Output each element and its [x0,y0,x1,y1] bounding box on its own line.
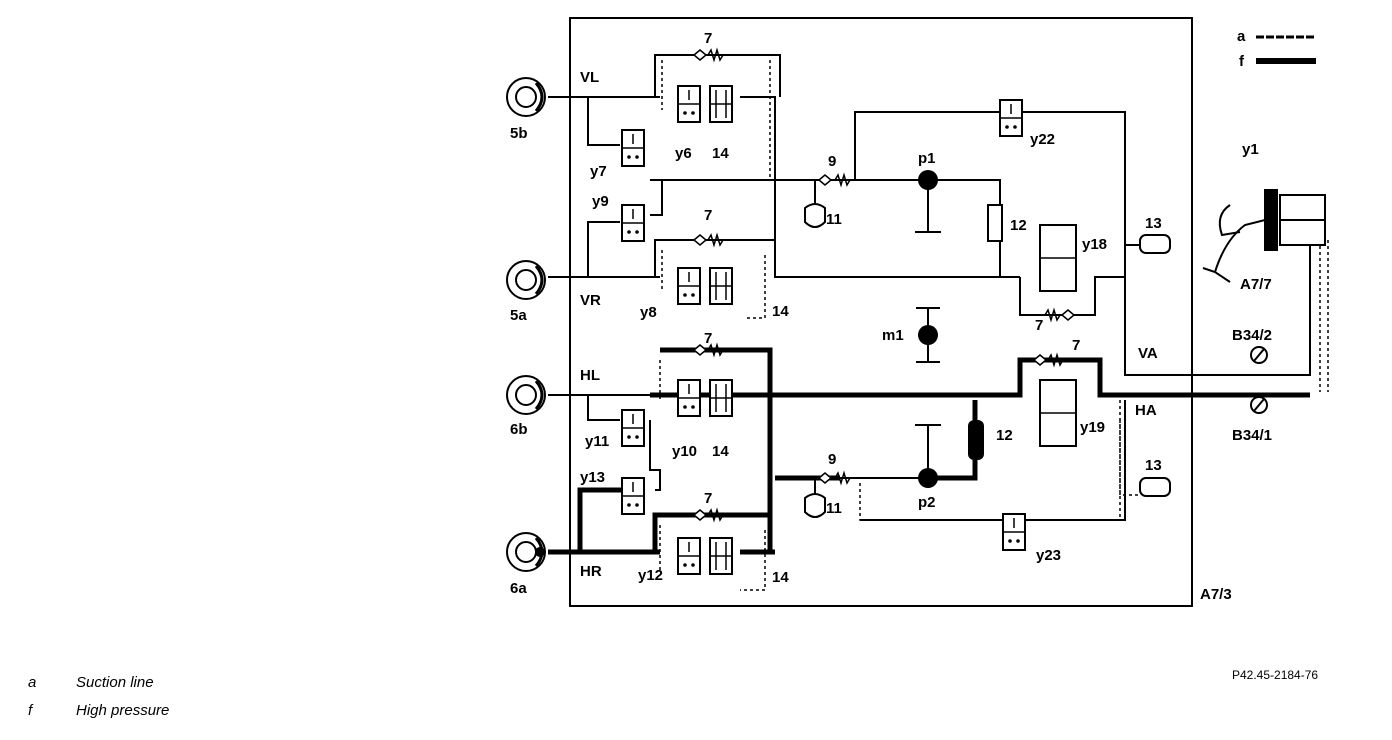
valve-label: y7 [590,163,607,180]
unit-frame [569,17,1193,607]
check-valve-icon [693,509,707,521]
valve-y10 [677,379,701,417]
pump-p1-icon [918,170,938,190]
part-label-11: 11 [826,500,842,517]
part-label-14: 14 [712,443,729,460]
valve-y13 [621,477,645,515]
accumulator-11-lower-icon [804,493,826,518]
wheel-label: 6a [510,580,527,597]
brake-booster-icon [1202,189,1326,283]
part-label-14: 14 [772,303,789,320]
part-label-12: 12 [1010,217,1027,234]
valve-y22 [999,99,1023,137]
legend-key: a [28,674,37,691]
legend-text: High pressure [76,702,170,719]
isolating-valve-14-lower [709,537,733,575]
check-valve-icon [818,174,832,186]
valve-y11 [621,409,645,447]
isolating-valve-14-upper [709,85,733,123]
valve-label: y13 [580,469,605,486]
accumulator-11-upper-icon [804,203,826,228]
line-label: VL [580,69,599,86]
part-label-13: 13 [1145,215,1162,232]
part-label-13: 13 [1145,457,1162,474]
line-label: HR [580,563,602,580]
valve-y8 [677,267,701,305]
pump-p1-label: p1 [918,150,936,167]
isolating-valve-14-third [709,379,733,417]
part-label-9: 9 [828,451,836,468]
sensor-label: B34/2 [1232,327,1272,344]
valve-label: y22 [1030,131,1055,148]
dotted-lines [659,60,1329,591]
damper-12-upper-icon [987,204,1003,242]
valve-y12 [677,537,701,575]
valve-label: y10 [672,443,697,460]
legend-text: Suction line [76,674,154,691]
line-label: VR [580,292,601,309]
valve-y7 [621,129,645,167]
check-valve-icon [1033,354,1047,366]
isolating-valve-14-second [709,267,733,305]
part-label-7: 7 [704,490,712,507]
line-label: HA [1135,402,1157,419]
booster-label: y1 [1242,141,1259,158]
valve-y9 [621,204,645,242]
part-label-11: 11 [826,211,842,228]
pump-p2-icon [918,468,938,488]
booster-unit-label: A7/7 [1240,276,1272,293]
wheel-label: 6b [510,421,528,438]
part-label-14: 14 [712,145,729,162]
check-valve-icon [818,472,832,484]
sensor-label: B34/1 [1232,427,1272,444]
line-label: VA [1138,345,1158,362]
legend-key-f: f [1239,53,1245,70]
part-label-12: 12 [996,427,1013,444]
part-label-7: 7 [704,207,712,224]
pressure-sensor-icon [1250,346,1268,414]
pump-p2-label: p2 [918,494,936,511]
check-valve-icon [693,234,707,246]
check-valve-icon [1061,309,1075,321]
motor-m1-label: m1 [882,327,904,344]
document-reference: P42.45-2184-76 [1232,668,1319,682]
valve-label: y12 [638,567,663,584]
wheel-5b-icon [505,76,547,118]
wheel-label: 5b [510,125,528,142]
valve-label: y6 [675,145,692,162]
line-label: HL [580,367,600,384]
valve-label: y23 [1036,547,1061,564]
part-label-7: 7 [704,330,712,347]
legend-key: f [28,702,33,719]
part-label-7: 7 [704,30,712,47]
part-label-7: 7 [1072,337,1080,354]
valve-y23 [1002,513,1026,551]
reservoir-13-lower-icon [1139,477,1171,497]
valve-y6 [677,85,701,123]
unit-frame-label: A7/3 [1200,586,1232,603]
wheel-6a-pressurized-marker [535,547,545,557]
wheel-label: 5a [510,307,527,324]
valve-label: y18 [1082,236,1107,253]
wheel-6b-icon [505,374,547,416]
suction-lines-lower [548,394,1160,521]
part-label-7: 7 [1035,317,1043,334]
damper-12-lower-icon [968,420,984,460]
reservoir-13-upper-icon [1139,234,1171,254]
wheel-5a-icon [505,259,547,301]
part-label-9: 9 [828,153,836,170]
check-valve-icon [693,49,707,61]
valve-label: y9 [592,193,609,210]
part-label-14: 14 [772,569,789,586]
valve-label: y19 [1080,419,1105,436]
valve-label: y11 [585,433,609,450]
legend-key-a: a [1237,28,1246,45]
valve-label: y8 [640,304,657,321]
spring-icons [707,47,1064,523]
